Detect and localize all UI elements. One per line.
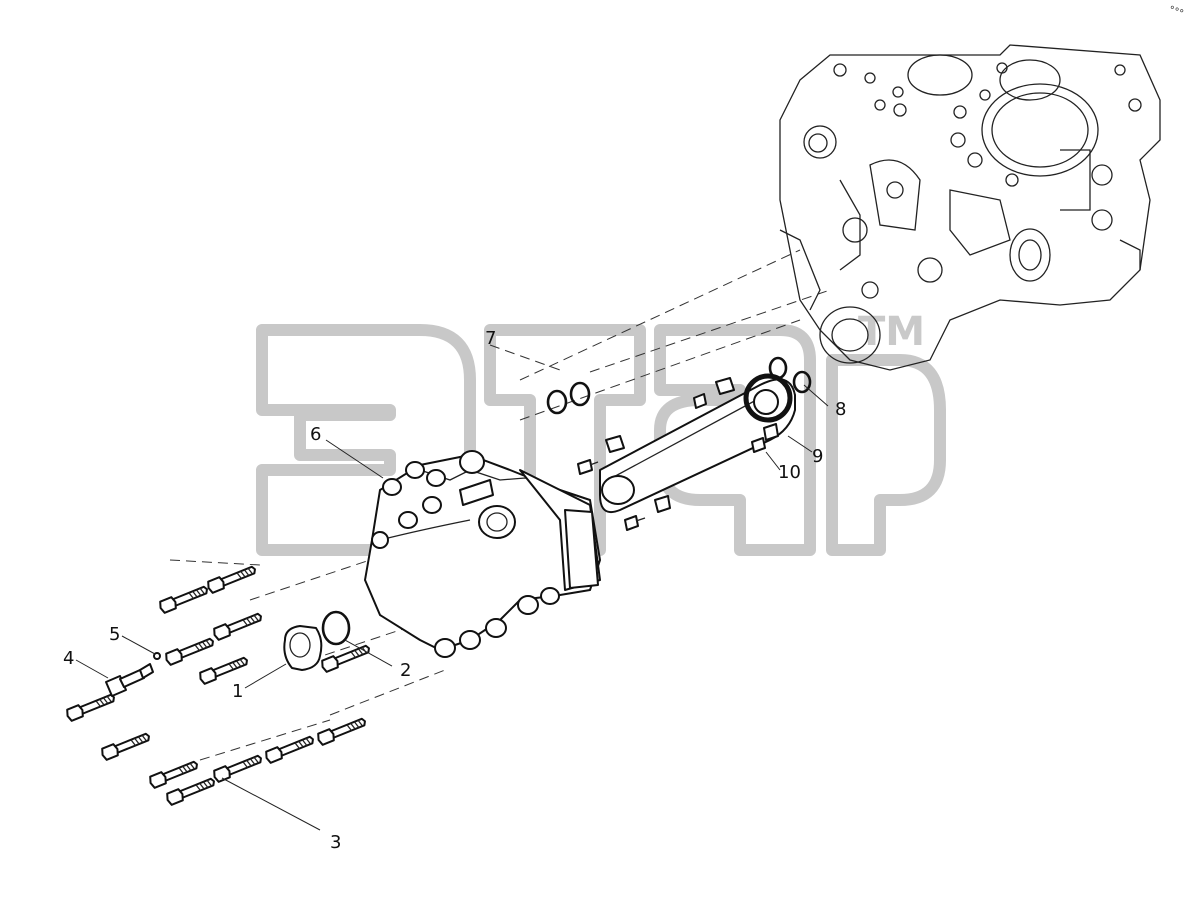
bolt	[149, 760, 198, 789]
o-ring	[546, 389, 568, 415]
callout-6: 6	[310, 424, 321, 445]
bolt	[166, 777, 215, 806]
callout-8: 8	[835, 399, 846, 420]
callout-9: 9	[812, 446, 823, 467]
callout-2: 2	[400, 660, 411, 681]
oil-cooler	[599, 373, 796, 514]
o-ring	[569, 381, 591, 407]
bolt	[317, 717, 366, 746]
plug-and-seal	[283, 610, 351, 671]
corner-mark: °°°	[1167, 4, 1185, 19]
callout-4: 4	[63, 648, 74, 669]
bolt	[321, 644, 370, 673]
watermark-logo: TM	[256, 309, 946, 556]
callout-5: 5	[109, 624, 120, 645]
bolt	[199, 656, 248, 685]
engine-block	[779, 44, 1161, 371]
sensor-and-washer	[105, 652, 161, 697]
cooler-screws	[577, 393, 766, 531]
callout-10: 10	[778, 462, 801, 483]
bolt	[213, 612, 262, 641]
bolt	[159, 585, 208, 614]
trademark-text: TM	[858, 309, 925, 355]
oil-filter-housing	[364, 450, 601, 658]
leader-lines	[75, 384, 829, 831]
bolt	[165, 637, 214, 666]
callouts: 1 2 3 4 5 6 7 8 9 10	[63, 328, 846, 853]
callout-3: 3	[330, 832, 341, 853]
bolt	[265, 735, 314, 764]
callout-7: 7	[485, 328, 496, 349]
bolt-set	[66, 565, 370, 806]
seal-ring	[321, 610, 351, 646]
callout-1: 1	[232, 681, 243, 702]
bolt	[213, 754, 262, 783]
bolt	[101, 732, 150, 761]
bolt	[66, 693, 115, 722]
o-ring	[792, 370, 812, 394]
bolt	[207, 565, 256, 594]
